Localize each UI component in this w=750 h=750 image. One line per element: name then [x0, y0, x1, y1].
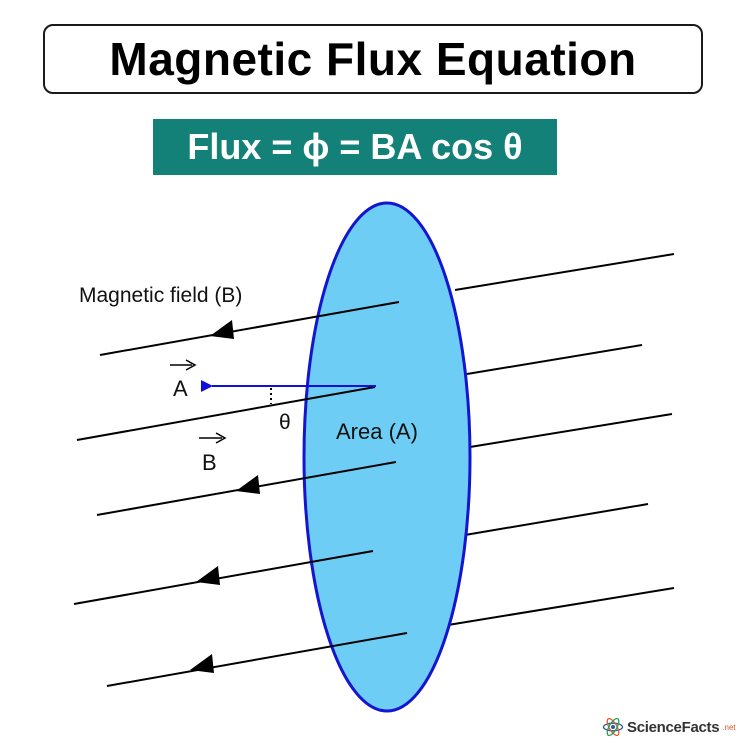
vector-a-label: A — [173, 376, 188, 401]
equation-text: Flux = ϕ = BA cos θ — [187, 126, 523, 167]
field-arrow-1-icon — [210, 320, 234, 339]
angle-label: θ — [279, 411, 291, 434]
vector-b-label: B — [202, 450, 217, 475]
field-line-2-left — [76, 386, 376, 441]
equation-box: Flux = ϕ = BA cos θ — [153, 119, 557, 175]
atom-logo-icon — [602, 717, 624, 737]
field-line-5-right — [447, 587, 675, 626]
title-box: Magnetic Flux Equation — [43, 24, 703, 94]
field-arrow-3-icon — [236, 475, 260, 494]
area-surface — [302, 201, 472, 713]
vector-a-overarrow-head-icon — [185, 359, 197, 371]
area-label: Area (A) — [336, 419, 418, 444]
field-arrow-5-icon — [190, 654, 214, 673]
field-line-1-left — [99, 301, 400, 356]
logo-suffix: .net — [722, 722, 736, 732]
sciencefacts-logo: ScienceFacts .net — [602, 716, 736, 738]
field-line-2-right — [466, 344, 643, 375]
field-line-4-right — [464, 503, 649, 536]
logo-name: ScienceFacts — [627, 718, 720, 736]
field-line-3-right — [469, 413, 673, 448]
magnetic-field-label: Magnetic field (B) — [79, 284, 242, 307]
field-line-4-left — [73, 550, 374, 605]
vector-b-overarrow-head-icon — [215, 432, 227, 444]
field-line-5-left — [106, 632, 408, 687]
field-arrow-4-icon — [196, 566, 220, 585]
page-title: Magnetic Flux Equation — [109, 33, 637, 85]
field-line-1-right — [454, 253, 675, 291]
